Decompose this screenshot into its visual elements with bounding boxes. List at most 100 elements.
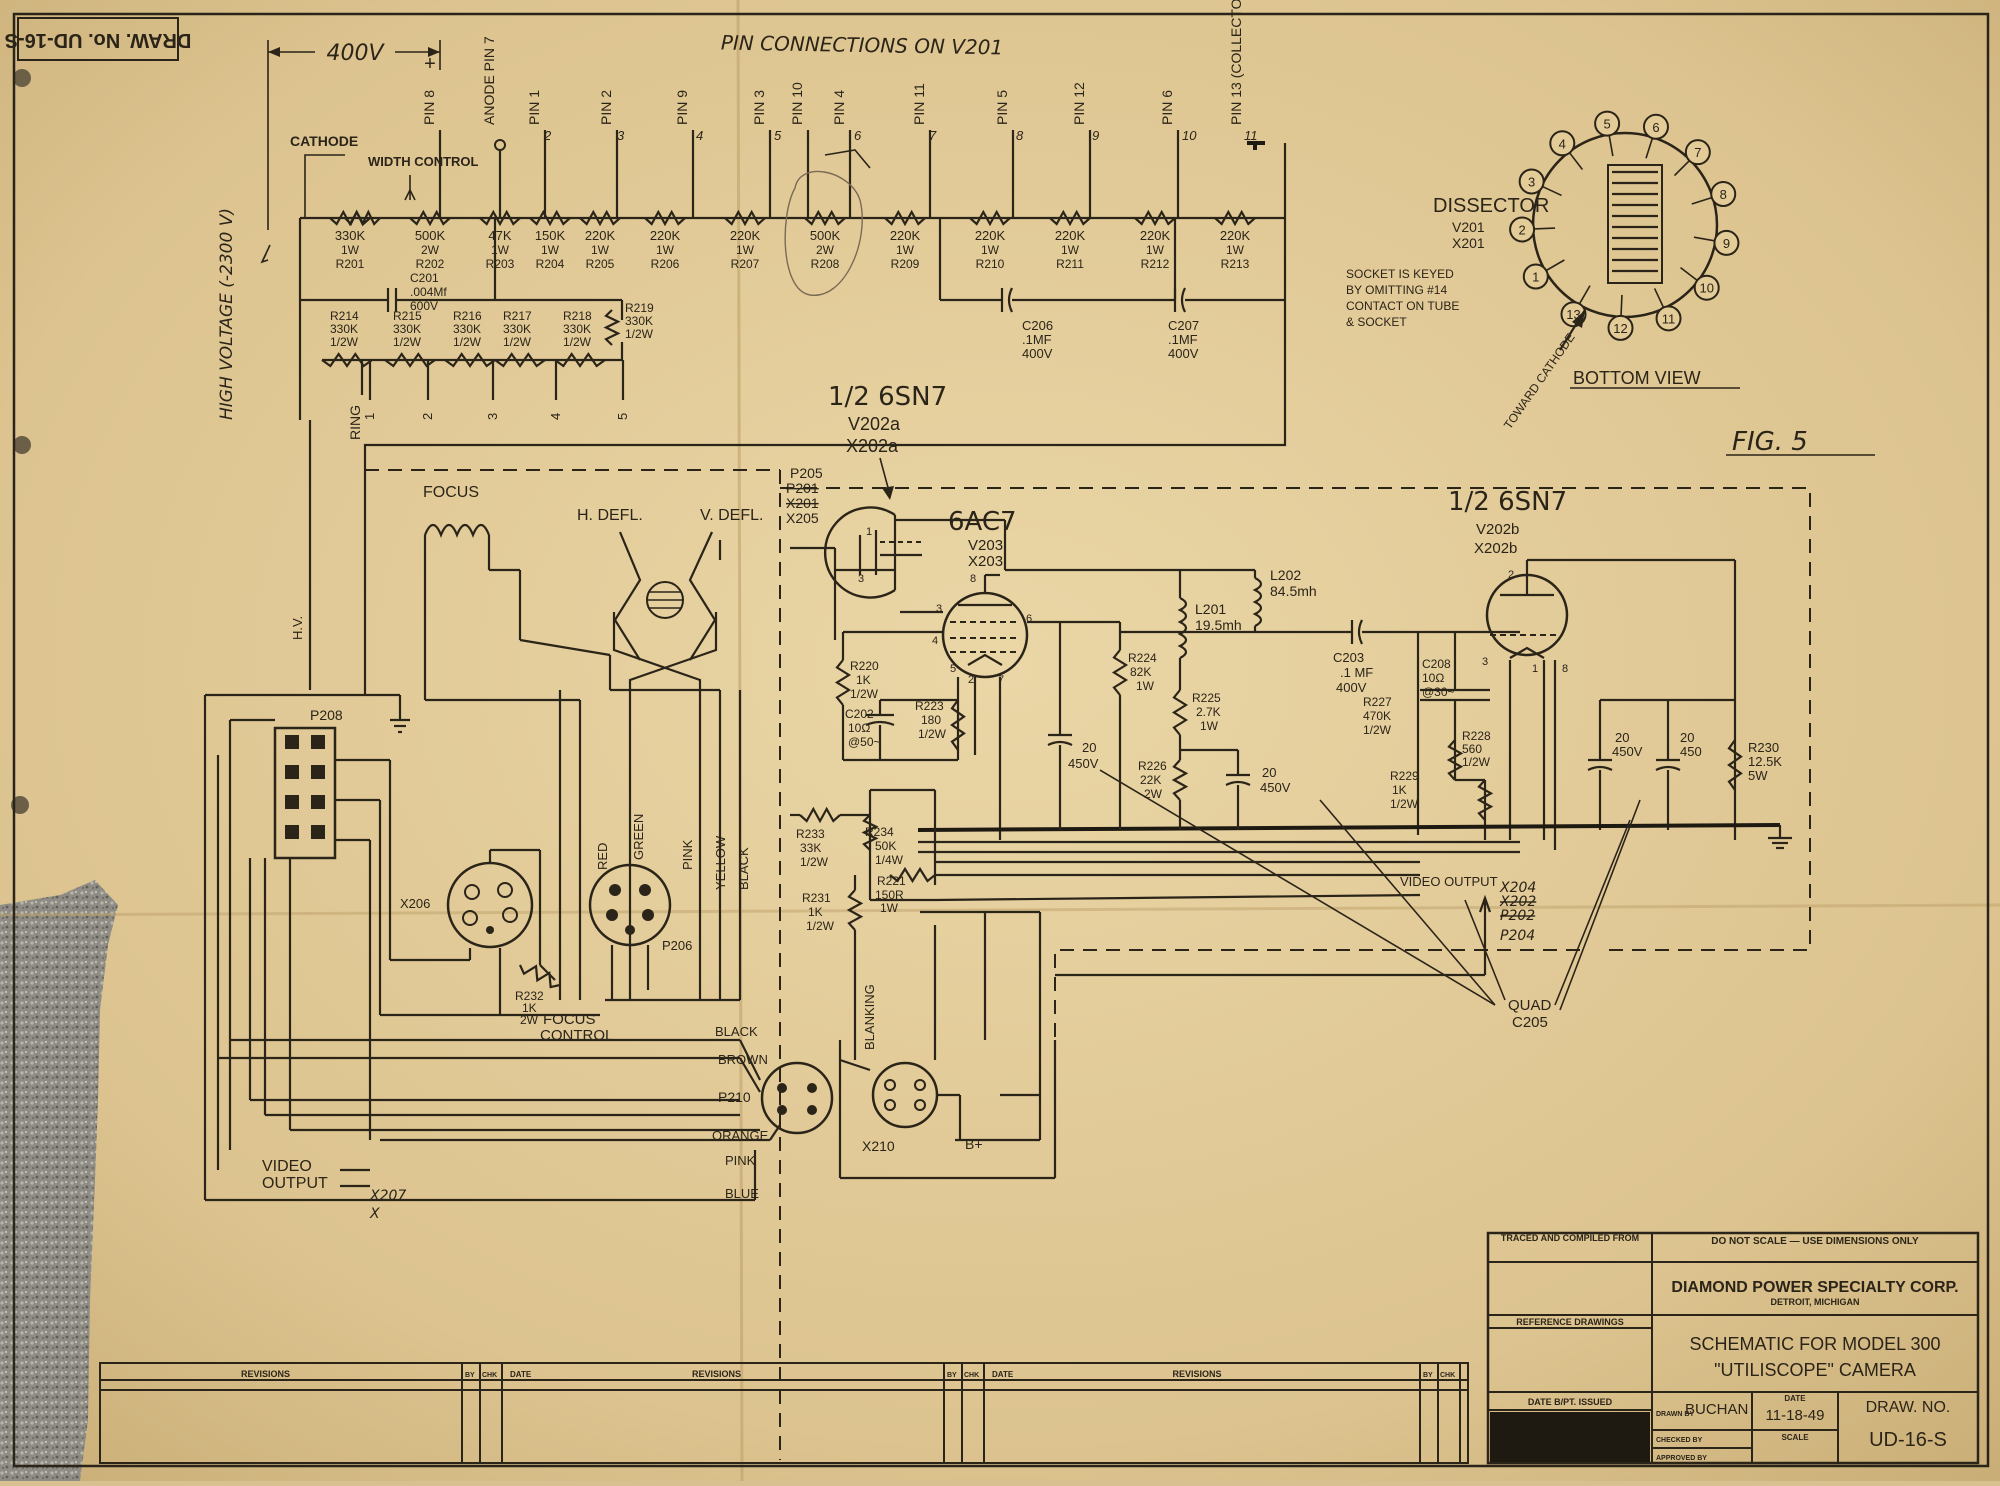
company-name: DIAMOND POWER SPECIALTY CORP. <box>1671 1279 1958 1296</box>
r229-value: 1K <box>1392 783 1407 797</box>
r224-watt: 1W <box>1136 679 1155 693</box>
revisions-label: REVISIONS <box>1173 1369 1222 1379</box>
r230-id: R230 <box>1748 740 1779 755</box>
resistor-r229 <box>1476 779 1494 821</box>
corner-stamp: DRAW. No. UD-16-S <box>5 17 191 61</box>
pin-connections-title: PIN CONNECTIONS ON V201 <box>721 31 1004 60</box>
dissector-pin: 5 <box>1594 110 1621 157</box>
revision-by: BY <box>465 1372 475 1379</box>
c201-value: .004Mf <box>410 285 447 299</box>
resistor-id: R209 <box>891 257 920 271</box>
c206-id: C206 <box>1022 318 1053 333</box>
resistor-watt: 1W <box>491 243 510 257</box>
c201-id: C201 <box>410 271 439 285</box>
voltage-span-label: 400V <box>326 41 385 66</box>
ring-resistor-value: 330K <box>393 322 421 336</box>
v203-network: R220 1K 1/2W C202 10Ω @50~ R223 180 1/2W… <box>841 622 1291 830</box>
pin-number: 7 <box>929 128 937 143</box>
ring-resistor-value: 330K <box>330 322 358 336</box>
coupling-network: C203 .1 MF 400V R227 470K 1/2W C208 10Ω … <box>1333 619 1520 840</box>
ring-resistor-watt: 1/2W <box>563 335 592 349</box>
v202a-socket: X202a <box>846 436 899 456</box>
ring-resistor-r214 <box>321 352 373 368</box>
pin-number: 6 <box>854 128 862 143</box>
bottom-cable <box>205 1038 1057 1202</box>
r223-watt: 1/2W <box>918 727 947 741</box>
resistor-value: 220K <box>650 228 681 243</box>
dissector-pin-number: 7 <box>1694 145 1701 160</box>
pin-tap: PIN 11 <box>911 83 932 218</box>
c20c-value: 20 <box>1615 730 1629 745</box>
video-output-left-1: VIDEO <box>262 1158 312 1175</box>
torn-corner <box>0 880 118 1481</box>
resistor-r202 <box>409 209 451 227</box>
r230-value: 12.5K <box>1748 754 1782 769</box>
pin-label: ANODE PIN 7 <box>481 36 497 125</box>
pin-label: PIN 11 <box>911 83 927 125</box>
pin-tap: PIN 8 <box>421 90 442 218</box>
dissector-pin: 10 <box>1680 266 1720 301</box>
pin-number: 11 <box>1244 128 1258 143</box>
dissector-pin-number: 4 <box>1559 136 1566 151</box>
drawn-by-label: DRAWN BY <box>1656 1411 1694 1418</box>
resistor-watt: 1W <box>591 243 610 257</box>
c208-freq: @30~ <box>1422 685 1455 699</box>
hdefl-label: H. DEFL. <box>577 507 643 524</box>
r234-value: 50K <box>875 839 896 853</box>
resistor-watt: 1W <box>896 243 915 257</box>
date-issued-label: DATE B/PT. ISSUED <box>1528 1397 1613 1407</box>
x201-label: X201 <box>786 495 819 511</box>
filter-caps: 20 450V 20 450 R230 12.5K 5W <box>1587 698 1782 830</box>
r223-id: R223 <box>915 699 944 713</box>
resistor-id: R202 <box>416 257 445 271</box>
ring-resistor-id: R217 <box>503 309 532 323</box>
draw-no: UD-16-S <box>1869 1429 1947 1451</box>
pin-number: 3 <box>617 128 625 143</box>
blanking-label: BLANKING <box>862 984 877 1050</box>
ground-bus <box>917 823 1792 864</box>
r233-id: R233 <box>796 827 825 841</box>
wire-color-label: PINK <box>680 839 695 870</box>
resistor-value: 220K <box>890 228 921 243</box>
r220-value: 1K <box>856 673 871 687</box>
resistor-r220 <box>834 659 852 706</box>
dissector-pin: 11 <box>1653 288 1682 332</box>
plug-p205: P205 P201 X201 X205 <box>786 465 823 526</box>
ring-resistor-value: 330K <box>503 322 531 336</box>
resistor-r234 <box>861 814 879 851</box>
c20b-value: 20 <box>1262 765 1276 780</box>
bottom-wire-label: PINK <box>725 1153 756 1168</box>
resistor-watt: 1W <box>541 243 560 257</box>
bottom-wire-label: BROWN <box>718 1052 768 1067</box>
resistor-id: R206 <box>651 257 680 271</box>
c20c-voltage: 450V <box>1612 744 1643 759</box>
r224-id: R224 <box>1128 651 1157 665</box>
p210-label: P210 <box>718 1089 751 1105</box>
pin-tap: PIN 2 <box>598 90 619 218</box>
ring-label: RING <box>347 405 363 440</box>
ring-tap-number: 1 <box>362 413 377 420</box>
dissector-electrode <box>1607 164 1663 284</box>
resistor-r233 <box>799 806 841 824</box>
ring-resistor-id: R216 <box>453 309 482 323</box>
v202b-id: V202b <box>1476 521 1519 538</box>
pin-label: PIN 6 <box>1159 90 1175 125</box>
quad-label: QUAD <box>1508 997 1552 1014</box>
revision-chk: CHK <box>1440 1372 1455 1379</box>
p204-label: P204 <box>1500 928 1535 944</box>
pin-number: 4 <box>696 128 703 143</box>
resistor-watt: 1W <box>341 243 360 257</box>
sheet-border <box>12 12 1990 1468</box>
dissector-note-2: BY OMITTING #14 <box>1346 283 1447 297</box>
dissector-pin-number: 8 <box>1720 187 1727 202</box>
c20a-value: 20 <box>1082 740 1096 755</box>
pin-label: PIN 13 (COLLECTOR) <box>1228 0 1244 125</box>
